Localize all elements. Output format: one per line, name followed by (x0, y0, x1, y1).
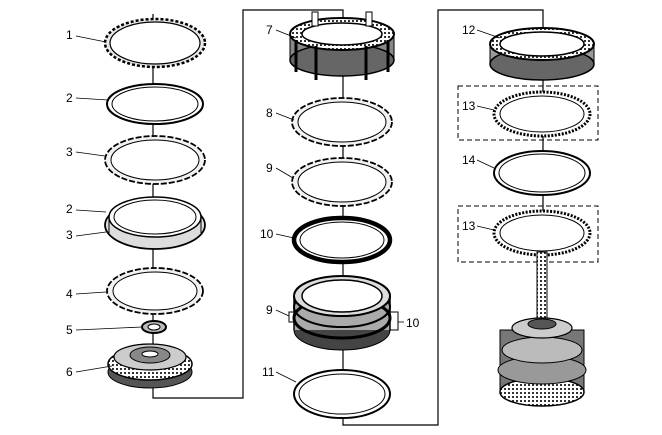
backing-plate-2-3 (104, 196, 206, 250)
callout-8: 8 (266, 106, 273, 120)
group-13-lower-box (457, 205, 599, 263)
callout-7: 7 (266, 23, 273, 37)
friction-plate-13-upper (492, 90, 592, 138)
callout-2-upper: 2 (66, 91, 73, 105)
plate-1 (103, 17, 207, 69)
group-13-upper-box (457, 85, 599, 141)
snap-ring-5 (141, 320, 167, 334)
callout-4: 4 (66, 287, 73, 301)
callout-2-lower: 2 (66, 202, 73, 216)
callout-11: 11 (262, 365, 275, 379)
callout-6: 6 (66, 365, 73, 379)
callout-10-lower: 10 (406, 316, 420, 330)
callout-3-upper: 3 (66, 145, 73, 159)
plate-14 (493, 150, 591, 196)
plate-4 (106, 267, 204, 315)
plate-2-upper (106, 83, 204, 125)
callout-1: 1 (66, 28, 73, 42)
housing-7 (289, 11, 395, 80)
callout-14: 14 (462, 153, 476, 167)
plate-10-upper (291, 215, 393, 265)
callout-13-lower: 13 (462, 219, 476, 233)
clutch-pack-9-10 (288, 275, 399, 351)
ring-12 (489, 27, 595, 81)
plate-3-upper (104, 135, 206, 185)
callout-3-lower: 3 (66, 228, 73, 242)
plate-11 (293, 369, 391, 419)
callout-12: 12 (462, 23, 476, 37)
callout-13-upper: 13 (462, 99, 476, 113)
plate-9-upper (291, 157, 393, 207)
leader-lines (75, 29, 501, 383)
plate-8 (291, 97, 393, 147)
shaft-drum-assembly (497, 251, 587, 407)
callout-9-upper: 9 (266, 161, 273, 175)
friction-plate-13-lower (492, 209, 592, 257)
callout-9-lower: 9 (266, 303, 273, 317)
callout-10-upper: 10 (260, 227, 274, 241)
callout-5: 5 (66, 323, 73, 337)
hub-6 (107, 343, 193, 389)
